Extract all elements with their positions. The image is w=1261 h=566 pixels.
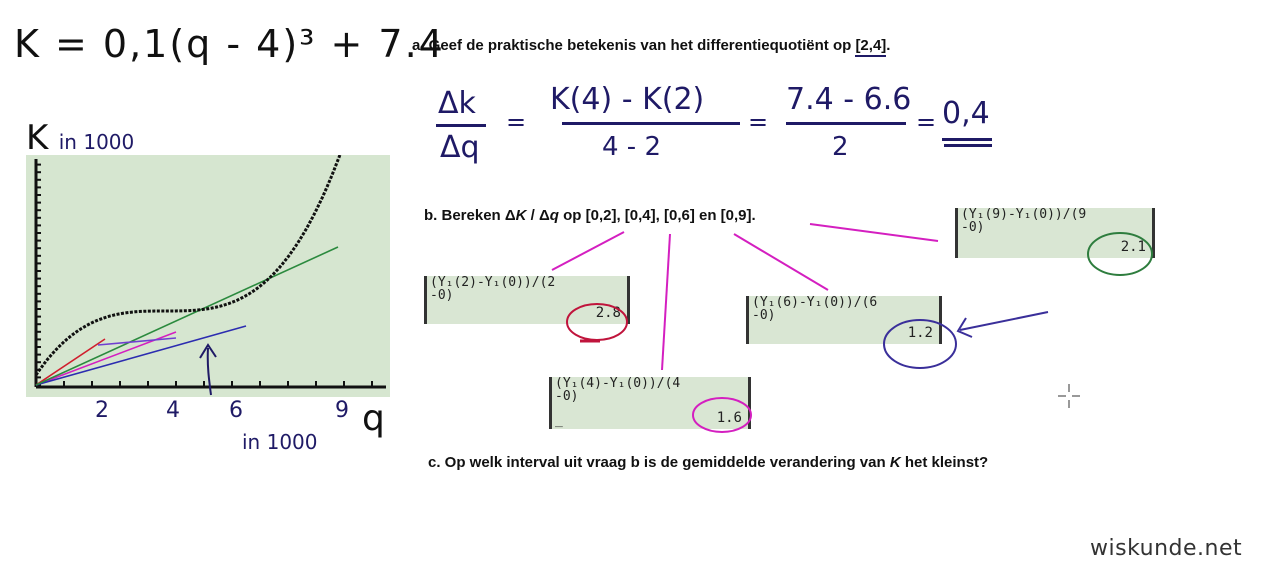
x-tick-labels: 2 4 6 9 [0, 398, 400, 428]
formula: K = 0,1(q - 4)³ + 7.4 [14, 22, 445, 66]
calc-line2: -0) [752, 308, 776, 323]
work-frac2-den: 2 [832, 132, 849, 162]
calc-line1: (Y₁(4)-Y₁(0))/(4 [555, 376, 681, 391]
question-b-K: K [515, 207, 527, 224]
circle-1-6 [692, 397, 752, 433]
x-tick-2: 2 [95, 398, 109, 423]
x-tick-6: 6 [229, 398, 243, 423]
question-c-K: K [889, 454, 901, 471]
question-a-interval: [2,4] [855, 37, 887, 57]
secant-0-9 [35, 246, 339, 386]
work-lhs-bar [436, 124, 486, 127]
work-result: 0,4 [942, 96, 990, 131]
work-result-underline-2 [944, 144, 992, 147]
annotation-arrow [199, 343, 217, 396]
circle-1-2 [883, 319, 957, 369]
calc-result: 2.8 [595, 305, 621, 321]
calc-line2: -0) [430, 288, 454, 303]
x-tick-4: 4 [166, 398, 180, 423]
work-lhs-num: Δk [438, 86, 476, 121]
work-frac1-num: K(4) - K(2) [550, 82, 705, 117]
circle-2-8 [566, 303, 628, 341]
calc-line2: -0) [555, 389, 579, 404]
secant-0-2 [35, 338, 106, 386]
brand-watermark: wiskunde.net [1090, 536, 1243, 561]
calc-result: 1.6 [716, 410, 742, 426]
question-b-suffix: op [0,2], [0,4], [0,6] en [0,9]. [558, 207, 756, 224]
work-a: Δk Δq = K(4) - K(2) 4 - 2 = 7.4 - 6.6 2 … [430, 80, 1010, 190]
work-frac2-num: 7.4 - 6.6 [786, 82, 912, 117]
work-frac2-bar [786, 122, 906, 125]
question-c-suffix: het kleinst? [900, 454, 989, 471]
question-b: b. Bereken ΔK / Δq op [0,2], [0,4], [0,6… [424, 207, 756, 224]
work-eq-1: = [506, 108, 527, 136]
question-b-q: q [549, 207, 559, 224]
graph-x-letter: q [362, 398, 385, 439]
work-result-underline [942, 138, 992, 141]
question-c: c. Op welk interval uit vraag b is de ge… [428, 454, 988, 471]
secant-2-4 [97, 337, 177, 346]
question-c-prefix: c. Op welk interval uit vraag b is de ge… [428, 454, 890, 471]
calc-line1: (Y₁(9)-Y₁(0))/(9 [961, 207, 1087, 222]
question-a-prefix: a. Geef de praktische betekenis van het … [412, 37, 856, 54]
calc-line2: -0) [961, 220, 985, 235]
calc-line1: (Y₁(2)-Y₁(0))/(2 [430, 275, 556, 290]
work-frac1-den: 4 - 2 [602, 132, 661, 162]
question-a-suffix: . [886, 37, 891, 54]
calc-line1: (Y₁(6)-Y₁(0))/(6 [752, 295, 878, 310]
work-lhs-den: Δq [440, 130, 480, 165]
calc-result: 1.2 [907, 325, 933, 341]
graph-y-unit: in 1000 [58, 130, 135, 154]
formula-text: K = 0,1(q - 4)³ + 7.4 [14, 22, 445, 66]
circle-2-1 [1087, 232, 1153, 276]
graph-y-letter: K [26, 118, 49, 158]
question-b-mid: / Δ [526, 207, 550, 224]
work-eq-2: = [748, 108, 769, 136]
graph-y-label: K in 1000 [26, 118, 134, 158]
work-eq-3: = [916, 108, 937, 136]
calculator-result-0-2: (Y₁(2)-Y₁(0))/(2 -0) 2.8 [424, 276, 630, 324]
x-tick-9: 9 [335, 398, 349, 423]
graph-x-unit: in 1000 [242, 430, 318, 454]
work-frac1-bar [562, 122, 740, 125]
secant-0-6 [35, 325, 247, 386]
calculator-result-0-4: (Y₁(4)-Y₁(0))/(4 -0) _ 1.6 [549, 377, 751, 429]
calc-result: 2.1 [1120, 239, 1146, 255]
cubic-curve [34, 155, 342, 376]
question-b-prefix: b. Bereken Δ [424, 207, 516, 224]
question-a: a. Geef de praktische betekenis van het … [412, 37, 891, 57]
calculator-result-0-6: (Y₁(6)-Y₁(0))/(6 -0) 1.2 [746, 296, 942, 344]
